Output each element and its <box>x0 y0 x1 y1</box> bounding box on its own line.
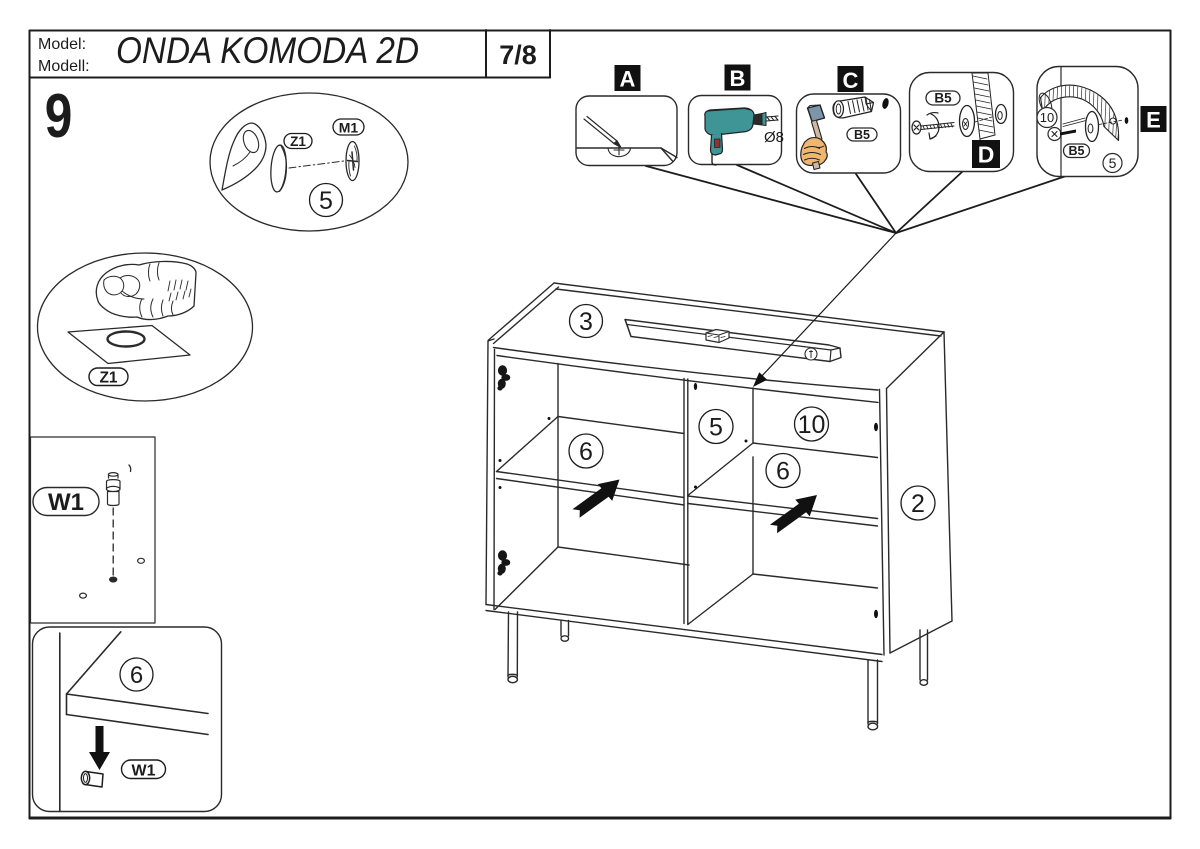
svg-text:3: 3 <box>579 308 593 336</box>
svg-text:W1: W1 <box>48 489 84 516</box>
svg-text:Modell:: Modell: <box>38 58 90 75</box>
svg-text:D: D <box>978 142 995 168</box>
svg-text:9: 9 <box>45 81 73 151</box>
svg-text:6: 6 <box>776 458 790 486</box>
svg-text:B5: B5 <box>1069 144 1085 158</box>
svg-text:10: 10 <box>798 411 826 439</box>
svg-text:A: A <box>620 67 636 92</box>
svg-text:7/8: 7/8 <box>499 40 537 70</box>
svg-text:M1: M1 <box>339 120 359 136</box>
svg-text:Z1: Z1 <box>99 370 117 387</box>
svg-text:Ø8: Ø8 <box>764 129 784 146</box>
svg-text:ONDA KOMODA 2D: ONDA KOMODA 2D <box>116 30 419 71</box>
svg-text:10: 10 <box>1040 110 1054 125</box>
svg-text:5: 5 <box>709 414 723 442</box>
svg-text:5: 5 <box>1109 155 1117 171</box>
svg-text:B: B <box>730 66 746 91</box>
svg-text:Model:: Model: <box>38 36 86 53</box>
svg-text:2: 2 <box>911 490 925 518</box>
svg-text:6: 6 <box>579 438 593 466</box>
svg-text:6: 6 <box>130 662 143 689</box>
svg-text:W1: W1 <box>132 763 156 780</box>
svg-text:B5: B5 <box>854 128 870 142</box>
svg-text:5: 5 <box>319 187 333 215</box>
svg-text:C: C <box>843 68 859 93</box>
svg-text:B5: B5 <box>934 91 952 106</box>
svg-text:E: E <box>1146 108 1161 133</box>
svg-text:Z1: Z1 <box>290 134 306 149</box>
